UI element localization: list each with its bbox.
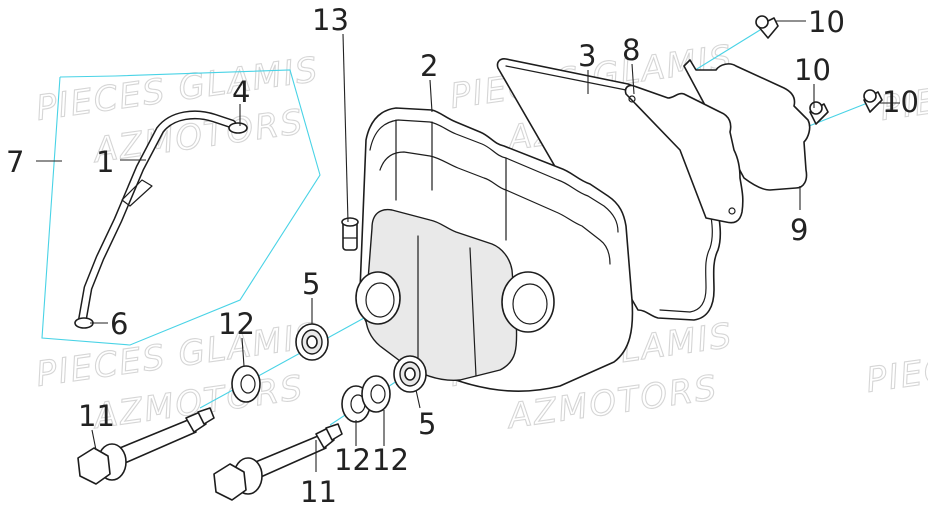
- callout-5-a: 5: [302, 267, 320, 301]
- valve-cover-front-rib: [469, 247, 477, 377]
- leader-lines: [36, 20, 900, 472]
- valve-cover-port-right-bore: [512, 283, 548, 325]
- screw-head: [809, 101, 823, 115]
- callout-3: 3: [578, 39, 596, 73]
- valve-cover-port-left-bore: [365, 282, 395, 318]
- valve-cover-port-right: [501, 271, 555, 333]
- oil-seal-5-a: [295, 323, 329, 361]
- callout-8: 8: [622, 33, 640, 67]
- callout-12-a: 12: [218, 307, 255, 341]
- bolt-head: [213, 463, 247, 501]
- breather-hose-1: [77, 110, 237, 327]
- bolt-11-b: [213, 423, 343, 501]
- washer-12-a: [231, 365, 261, 403]
- washer-12-c: [361, 375, 391, 413]
- washer-hole: [240, 374, 256, 394]
- callout-1: 1: [96, 145, 114, 179]
- washer-outer: [361, 375, 391, 413]
- callout-5-b: 5: [418, 407, 436, 441]
- callout-6: 6: [110, 307, 128, 341]
- seal-bore: [404, 367, 416, 381]
- bolt-head: [77, 447, 111, 485]
- leader-5-b: [415, 389, 421, 409]
- hose-clamp-4: [228, 122, 248, 134]
- assembly-line: [199, 311, 376, 409]
- leader-8: [631, 63, 635, 95]
- callout-7: 7: [6, 145, 24, 179]
- leader-13: [342, 33, 349, 223]
- callout-13: 13: [312, 3, 349, 37]
- nipple-tip: [341, 217, 359, 227]
- leader-2: [429, 79, 433, 113]
- rivet: [728, 207, 736, 215]
- leader-11-a: [91, 429, 97, 451]
- screw-head: [863, 89, 877, 103]
- assembly-line: [691, 29, 761, 73]
- valve-cover-rib: [369, 119, 619, 233]
- screw-10-c: [863, 89, 883, 113]
- bolt-tip: [197, 407, 215, 425]
- breather-nipple-13: [341, 217, 359, 251]
- callout-10-b: 10: [794, 53, 831, 87]
- rivet: [628, 95, 636, 103]
- valve-cover-port-left: [355, 271, 401, 325]
- oil-seal-5-b: [393, 355, 427, 393]
- washer-hole: [370, 384, 386, 404]
- callout-10-a: 10: [808, 5, 845, 39]
- bolt-tip: [325, 423, 343, 441]
- leader-12-a: [241, 337, 245, 367]
- callout-labels: 13 2 3 8 10 10 10 9 4 7 1 6 5 12 11 11 1…: [6, 3, 919, 509]
- watermark-text: PIECES GLAMIS: [864, 322, 928, 401]
- breather-plate-9: [683, 59, 811, 191]
- valve-cover-2: [355, 107, 634, 392]
- hose-kit-outline: [41, 69, 321, 346]
- callout-2: 2: [420, 49, 438, 83]
- bolt-11-a: [77, 407, 215, 485]
- screw-10-b: [809, 101, 829, 125]
- breather-plate-8: [624, 84, 744, 224]
- callout-10-c: 10: [882, 85, 919, 119]
- valve-cover-rib: [379, 151, 611, 265]
- seal-bore: [306, 335, 318, 349]
- callout-11-b: 11: [300, 475, 337, 509]
- washer-outer: [231, 365, 261, 403]
- callout-11-a: 11: [78, 399, 115, 433]
- screw-head: [755, 15, 769, 29]
- callout-12-b: 12: [334, 443, 371, 477]
- callout-12-c: 12: [372, 443, 409, 477]
- callout-4: 4: [232, 75, 250, 109]
- hose-sleeve: [121, 179, 153, 207]
- callout-9: 9: [790, 213, 808, 247]
- screw-10-a: [755, 15, 779, 39]
